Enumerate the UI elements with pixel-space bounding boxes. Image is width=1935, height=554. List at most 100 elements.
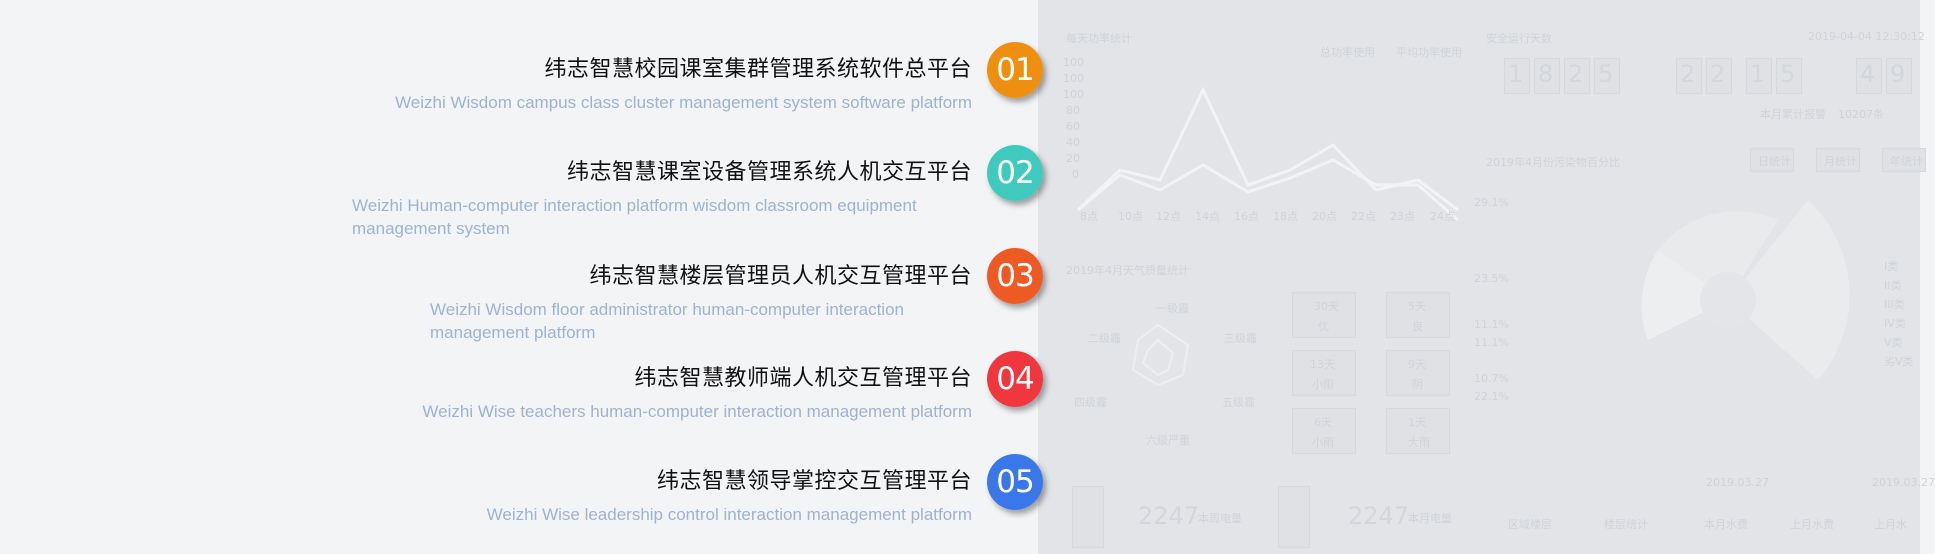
table-head: 区域楼层	[1508, 518, 1552, 531]
button-label: 年统计	[1890, 155, 1923, 168]
x-tick: 12点	[1156, 210, 1181, 223]
x-tick: 16点	[1234, 210, 1259, 223]
platform-item-03: 纬志智慧楼层管理员人机交互管理平台 Weizhi Wisdom floor ad…	[430, 262, 972, 344]
digit: 2	[1710, 60, 1726, 88]
platform-title: 纬志智慧楼层管理员人机交互管理平台	[589, 264, 972, 289]
legend-item: 总功率使用	[1320, 46, 1375, 59]
platform-subtitle: Weizhi Wise teachers human-computer inte…	[422, 402, 972, 421]
weather-value: 13天	[1310, 358, 1335, 371]
weather-label: 小雨	[1312, 436, 1334, 449]
radar-label: 三级霾	[1224, 332, 1257, 345]
platform-subtitle: Weizhi Wise leadership control interacti…	[486, 505, 972, 524]
pollutant-legend: 劣V类	[1884, 355, 1914, 368]
pie-chart-shape	[1641, 200, 1850, 380]
digit: 1	[1508, 60, 1524, 88]
number-badge: 02	[987, 145, 1043, 201]
platform-item-04: 纬志智慧教师端人机交互管理平台 Weizhi Wise teachers hum…	[422, 364, 972, 423]
button-label: 月统计	[1824, 155, 1857, 168]
digit-box	[1886, 58, 1912, 94]
pollutant-legend: I类	[1884, 260, 1899, 273]
weather-label: 良	[1412, 320, 1423, 333]
date-time: 2019-04-04 12:30:12	[1808, 30, 1925, 43]
digit-box	[1776, 58, 1802, 94]
radar-label: 六级严重	[1146, 434, 1190, 447]
radar-label: 四级霾	[1074, 396, 1107, 409]
weather-cell	[1292, 408, 1356, 454]
weather-label: 大雨	[1408, 436, 1430, 449]
y-tick: 60	[1066, 120, 1080, 133]
weather-cell	[1292, 350, 1356, 396]
pollutant-legend: V类	[1884, 336, 1903, 349]
digit-box	[1746, 58, 1772, 94]
radar-label: 五级霾	[1222, 396, 1255, 409]
platform-title: 纬志智慧教师端人机交互管理平台	[634, 366, 972, 391]
platform-subtitle: Weizhi Wisdom floor administrator human-…	[430, 300, 904, 342]
radar-label: 二级霾	[1088, 332, 1121, 345]
legend-item: 平均功率使用	[1396, 46, 1462, 59]
weather-label: 优	[1318, 320, 1329, 333]
line-chart-lines	[1076, 86, 1459, 222]
y-tick: 100	[1063, 72, 1084, 85]
table-head: 楼层统计	[1604, 518, 1648, 531]
number-badge: 03	[987, 248, 1043, 304]
weather-value: 9天	[1408, 358, 1426, 371]
stat-label: 本月电量	[1408, 512, 1452, 525]
y-tick: 80	[1066, 104, 1080, 117]
digit: 8	[1538, 60, 1554, 88]
digit-box	[1676, 58, 1702, 94]
number-badge: 05	[987, 454, 1043, 510]
x-tick: 18点	[1273, 210, 1298, 223]
digit: 2	[1568, 60, 1584, 88]
safe-title: 安全运行天数	[1486, 32, 1552, 45]
table-head: 上月水	[1874, 518, 1907, 531]
pollutant-legend: II类	[1884, 279, 1902, 292]
percent: 11.1%	[1474, 336, 1509, 349]
digit-box	[1594, 58, 1620, 94]
stat-tag	[1278, 486, 1310, 548]
digit-box	[1856, 58, 1882, 94]
platform-title: 纬志智慧领导掌控交互管理平台	[656, 469, 972, 494]
percent: 10.7%	[1474, 372, 1509, 385]
digit-box	[1706, 58, 1732, 94]
stat-tag	[1072, 486, 1104, 548]
y-tick: 100	[1063, 56, 1084, 69]
y-tick: 20	[1066, 152, 1080, 165]
weather-value: 5天	[1408, 300, 1426, 313]
table-head: 上月水费	[1790, 518, 1834, 531]
weather-value: 30天	[1314, 300, 1339, 313]
date-filter: 2019.03.27	[1872, 476, 1935, 489]
y-tick: 40	[1066, 136, 1080, 149]
digit: 1	[1750, 60, 1766, 88]
button-label: 日统计	[1758, 155, 1791, 168]
month-button	[1816, 148, 1860, 172]
alarm-count: 10207条	[1838, 108, 1884, 121]
year-button	[1882, 148, 1926, 172]
digit: 5	[1598, 60, 1614, 88]
y-tick: 0	[1072, 168, 1079, 181]
date-filter: 2019.03.27	[1706, 476, 1769, 489]
platform-subtitle: Weizhi Wisdom campus class cluster manag…	[395, 93, 972, 112]
percent: 22.1%	[1474, 390, 1509, 403]
weather-label: 阴	[1412, 378, 1423, 391]
radar-chart	[1131, 323, 1190, 387]
digit-box	[1564, 58, 1590, 94]
chart-title: 每天功率统计	[1066, 32, 1132, 45]
digit: 4	[1860, 60, 1876, 88]
percent: 29.1%	[1474, 196, 1509, 209]
pollutant-legend: III类	[1884, 298, 1905, 311]
weather-cell	[1386, 292, 1450, 338]
x-tick: 20点	[1312, 210, 1337, 223]
x-tick: 8点	[1080, 210, 1098, 223]
stat-value: 2247	[1348, 502, 1410, 530]
x-tick: 24点	[1430, 210, 1455, 223]
platform-item-05: 纬志智慧领导掌控交互管理平台 Weizhi Wise leadership co…	[487, 467, 972, 526]
month-title: 2019年4月天气质量统计	[1066, 264, 1189, 277]
day-button	[1750, 148, 1794, 172]
weather-cell	[1386, 408, 1450, 454]
stat-label: 本周电量	[1198, 512, 1242, 525]
percent: 11.1%	[1474, 318, 1509, 331]
x-tick: 14点	[1195, 210, 1220, 223]
digit: 2	[1680, 60, 1696, 88]
x-tick: 23点	[1390, 210, 1415, 223]
weather-cell	[1386, 350, 1450, 396]
